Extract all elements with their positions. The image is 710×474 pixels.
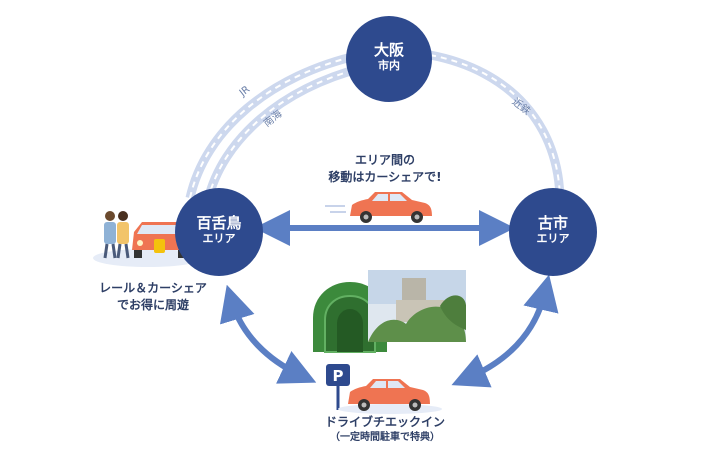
node-furuichi-line1: 古市	[537, 214, 568, 232]
rail-track-nankai	[203, 63, 364, 202]
node-osaka-line1: 大阪	[373, 41, 404, 59]
parking-sign-icon: P	[326, 364, 350, 410]
node-mozu-line2: エリア	[202, 232, 236, 245]
car-bottom-icon	[338, 379, 442, 414]
left-caption: レール＆カーシェア でお得に周遊	[78, 280, 228, 314]
node-mozu-line1: 百舌鳥	[196, 214, 242, 232]
bottom-caption-line2: （一定時間駐車で特典）	[330, 432, 440, 443]
left-caption-line1: レール＆カーシェア	[99, 281, 207, 295]
center-caption: エリア間の 移動はカーシェアで!	[300, 152, 470, 186]
rail-track-kintetsu	[429, 50, 565, 203]
center-caption-line1: エリア間の	[354, 153, 415, 167]
parking-sign-letter: P	[333, 367, 344, 385]
node-mozu: 百舌鳥 エリア	[175, 188, 263, 276]
tunnel-kofun-illustration	[313, 282, 387, 353]
node-furuichi-line2: エリア	[536, 232, 570, 245]
node-osaka-line2: 市内	[378, 59, 400, 72]
left-caption-line2: でお得に周遊	[116, 298, 189, 312]
bottom-caption-line1: ドライブチエックイン	[324, 415, 445, 429]
center-caption-line2: 移動はカーシェアで!	[328, 170, 442, 184]
arrow-mozu-dci	[220, 284, 317, 384]
bottom-caption: ドライブチエックイン （一定時間駐車で特典）	[290, 414, 480, 445]
rail-track-jr	[185, 50, 361, 199]
arrow-furuichi-dci	[451, 274, 559, 388]
node-furuichi: 古市 エリア	[509, 188, 597, 276]
castle-photo-illustration	[368, 270, 466, 342]
car-center-icon	[325, 192, 432, 223]
node-osaka: 大阪 市内	[346, 16, 432, 102]
